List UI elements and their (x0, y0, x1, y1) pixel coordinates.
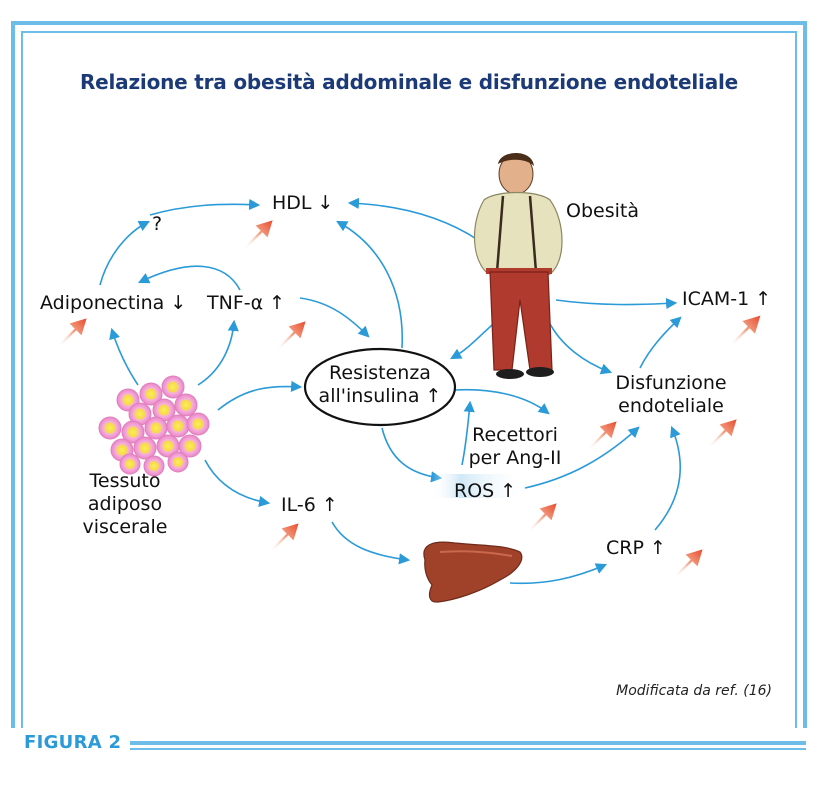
ros-glow (432, 474, 527, 498)
diagram-title: Relazione tra obesità addominale e disfu… (79, 70, 739, 94)
arrow-obesita-to-hdl (347, 197, 479, 241)
figure-label: FIGURA 2 (24, 732, 122, 753)
arrow-resistenza-to-hdl (336, 220, 404, 349)
disfunzione-line2: endoteliale (618, 395, 724, 417)
arrow-adiponectina-to-question (99, 220, 151, 286)
disfunzione-line1: Disfunzione (615, 372, 727, 394)
arrow-il6-to-liver (331, 521, 411, 565)
node-crp: CRP ↑ (606, 537, 666, 559)
figure-rule-thin (130, 748, 806, 750)
arrow-question-to-hdl (149, 198, 261, 216)
arrow-liver-to-crp (509, 563, 608, 585)
node-resistenza: Resistenza all'insulina ↑ (305, 362, 455, 408)
arrow-resistenza-to-recettori (454, 388, 550, 415)
arrow-tessuto-to-resistenza (217, 380, 303, 411)
node-adiponectina: Adiponectina ↓ (40, 292, 187, 314)
tessuto-line1: Tessuto (89, 470, 161, 492)
red-arrow-crp (673, 549, 703, 579)
arrow-tnf-to-resistenza (299, 297, 370, 338)
red-arrow-disfunzione-left (587, 421, 617, 451)
arrow-disfunzione-to-icam (639, 316, 682, 369)
node-tessuto: Tessuto adiposo viscerale (70, 470, 180, 539)
arrow-obesita-to-disfunzione (547, 319, 613, 375)
arrow-tessuto-to-tnf (197, 319, 239, 386)
resistenza-line1: Resistenza (329, 362, 431, 384)
arrow-tessuto-to-adiponectina (109, 327, 139, 386)
arrow-recettori-to-resistenza (461, 400, 475, 466)
red-arrow-hdl (243, 220, 273, 250)
arrow-obesita-to-icam (555, 297, 678, 310)
red-arrow-disfunzione-right (707, 419, 737, 449)
node-il6: IL-6 ↑ (281, 494, 338, 516)
source-citation: Modificata da ref. (16) (616, 683, 772, 699)
node-recettori: Recettori per Ang-II (450, 424, 580, 470)
node-disfunzione: Disfunzione endoteliale (596, 372, 746, 418)
figure-rule-thick (130, 741, 806, 745)
adipose-tissue-image (98, 375, 210, 477)
node-question: ? (152, 213, 163, 235)
liver-image (423, 541, 523, 603)
obese-man-image (473, 153, 563, 379)
red-arrow-il6 (269, 523, 299, 553)
node-icam: ICAM-1 ↑ (682, 288, 772, 310)
recettori-line2: per Ang-II (468, 447, 562, 469)
arrow-crp-to-disfunzione (654, 425, 682, 531)
resistenza-ellipse (303, 347, 457, 427)
node-obesita: Obesità (566, 200, 639, 222)
node-ros: ROS ↑ (454, 480, 517, 502)
tessuto-line3: viscerale (82, 516, 168, 538)
arrow-tessuto-to-il6 (204, 459, 271, 507)
arrow-resistenza-to-ros (381, 427, 443, 483)
resistenza-line2: all'insulina ↑ (318, 385, 442, 407)
tessuto-line2: adiposo (87, 493, 163, 515)
red-arrow-adiponectina (57, 318, 87, 348)
connection-arrows (99, 197, 682, 585)
red-arrow-icam (729, 315, 761, 347)
red-arrow-ros (527, 503, 557, 533)
red-arrow-tnf (276, 321, 306, 351)
recettori-line1: Recettori (472, 424, 558, 446)
arrow-ros-to-disfunzione (524, 426, 640, 489)
arrow-tnf-to-adiponectina (137, 265, 241, 291)
node-hdl: HDL ↓ (272, 192, 334, 214)
node-tnf: TNF-α ↑ (207, 292, 286, 314)
